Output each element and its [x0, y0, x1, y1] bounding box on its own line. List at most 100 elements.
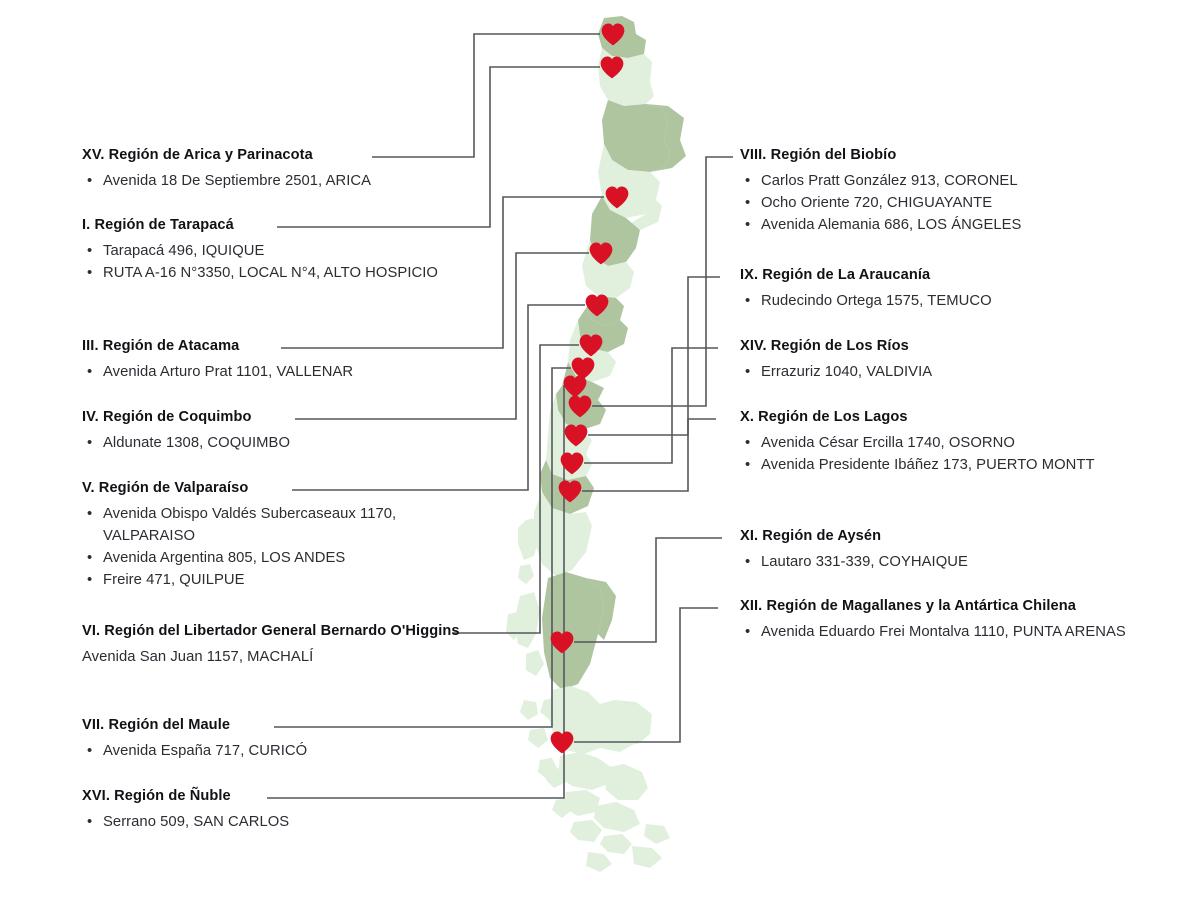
- bullet-icon: •: [745, 364, 751, 380]
- address-list: • Avenida Eduardo Frei Montalva 1110, PUN…: [740, 621, 1140, 643]
- marker-temuco[interactable]: [563, 423, 589, 447]
- address-text: Avenida César Ercilla 1740, OSORNO: [761, 435, 1015, 451]
- address-item: • Rudecindo Ortega 1575, TEMUCO: [740, 290, 1140, 312]
- heart-icon: [564, 424, 588, 447]
- region-title: IV. Región de Coquimbo: [82, 409, 252, 425]
- address-text: Avenida Alemania 686, LOS ÁNGELES: [761, 217, 1022, 233]
- bullet-icon: •: [87, 550, 93, 566]
- address-list: • Rudecindo Ortega 1575, TEMUCO: [740, 290, 1140, 312]
- region-title: XV. Región de Arica y Parinacota: [82, 147, 313, 163]
- address-text: Rudecindo Ortega 1575, TEMUCO: [761, 293, 992, 309]
- marker-curico[interactable]: [570, 356, 596, 380]
- leader-aysen: [574, 537, 722, 643]
- address-list: • Avenida César Ercilla 1740, OSORNO • Ave…: [740, 432, 1140, 476]
- bullet-icon: •: [87, 265, 93, 281]
- leader-araucania: [588, 276, 720, 436]
- address-list: •Tarapacá 496, IQUIQUE •RUTA A-16 N°3350…: [82, 240, 474, 284]
- region-block-aysen: XI. Región de Aysén • Lautaro 331-339, CO…: [740, 527, 1140, 573]
- region-title: I. Región de Tarapacá: [82, 217, 234, 233]
- address-text: Avenida San Juan 1157, MACHALÍ: [82, 649, 314, 665]
- region-title: XII. Región de Magallanes y la Antártica…: [740, 598, 1076, 614]
- region-block-arica: XV. Región de Arica y Parinacota •Avenid…: [82, 146, 474, 192]
- region-block-nuble: XVI. Región de Ñuble •Serrano 509, SAN C…: [82, 787, 474, 833]
- region-block-maule: VII. Región del Maule •Avenida España 71…: [82, 716, 474, 762]
- address-text: Aldunate 1308, COQUIMBO: [103, 435, 291, 451]
- address-text: Lautaro 331-339, COYHAIQUE: [761, 554, 968, 570]
- address-item: •Freire 471, QUILPUE: [82, 569, 474, 591]
- region-block-atacama: III. Región de Atacama •Avenida Arturo P…: [82, 337, 474, 383]
- region-title: III. Región de Atacama: [82, 338, 240, 354]
- address-text: Errazuriz 1040, VALDIVIA: [761, 364, 933, 380]
- marker-valparaiso[interactable]: [584, 293, 610, 317]
- address-item: •Avenida Arturo Prat 1101, VALLENAR: [82, 361, 474, 383]
- heart-icon: [589, 242, 613, 265]
- address-list: •Avenida Arturo Prat 1101, VALLENAR: [82, 361, 474, 383]
- address-list: •Avenida 18 De Septiembre 2501, ARICA: [82, 170, 474, 192]
- leader-maule: [274, 367, 571, 728]
- region-title: VII. Región del Maule: [82, 717, 231, 733]
- marker-iquique[interactable]: [599, 55, 625, 79]
- address-list: • Aldunate 1308, COQUIMBO: [82, 432, 474, 454]
- marker-puertomontt[interactable]: [549, 630, 575, 654]
- leader-biobio: [592, 156, 733, 407]
- heart-icon: [558, 480, 582, 503]
- bullet-icon: •: [745, 217, 751, 233]
- leader-valparaiso: [292, 304, 585, 491]
- address-item: • Aldunate 1308, COQUIMBO: [82, 432, 474, 454]
- region-block-ohiggins: VI. Región del Libertador General Bernar…: [82, 622, 474, 668]
- bullet-icon: •: [87, 435, 93, 451]
- address-item: •Tarapacá 496, IQUIQUE: [82, 240, 474, 262]
- region-title: XI. Región de Aysén: [740, 528, 882, 544]
- bullet-icon: •: [87, 243, 93, 259]
- marker-machali[interactable]: [578, 333, 604, 357]
- region-title: VI. Región del Libertador General Bernar…: [82, 623, 460, 639]
- bullet-icon: •: [745, 195, 751, 211]
- leader-losrios: [584, 347, 718, 464]
- marker-coronel[interactable]: [567, 394, 593, 418]
- address-text: Serrano 509, SAN CARLOS: [103, 814, 290, 830]
- leader-magallanes: [574, 607, 718, 743]
- region-block-araucania: IX. Región de La Araucanía • Rudecindo Or…: [740, 266, 1140, 312]
- address-list: •Avenida Obispo Valdés Subercaseaux 1170…: [82, 503, 474, 591]
- region-block-magallanes: XII. Región de Magallanes y la Antártica…: [740, 597, 1140, 643]
- marker-sancarlos[interactable]: [562, 374, 588, 398]
- marker-valdivia[interactable]: [559, 451, 585, 475]
- leader-nuble: [267, 385, 565, 799]
- address-item: •Serrano 509, SAN CARLOS: [82, 811, 474, 833]
- address-item: • Avenida Presidente Ibáñez 173, PUERTO M…: [740, 454, 1140, 476]
- marker-coquimbo[interactable]: [588, 241, 614, 265]
- bullet-icon: •: [87, 743, 93, 759]
- heart-icon: [605, 186, 629, 209]
- heart-icon: [563, 375, 587, 398]
- marker-coyhaique[interactable]: [549, 730, 575, 754]
- address-list: •Avenida San Juan 1157, MACHALÍ: [82, 646, 474, 668]
- marker-osorno[interactable]: [557, 479, 583, 503]
- address-list: • Lautaro 331-339, COYHAIQUE: [740, 551, 1140, 573]
- marker-vallenar[interactable]: [604, 185, 630, 209]
- leader-ohiggins: [452, 344, 579, 634]
- region-block-tarapaca: I. Región de Tarapacá •Tarapacá 496, IQU…: [82, 216, 474, 284]
- bullet-icon: •: [745, 554, 751, 570]
- address-item: •Avenida Argentina 805, LOS ANDES: [82, 547, 474, 569]
- heart-icon: [560, 452, 584, 475]
- address-text: Avenida Eduardo Frei Montalva 1110, PUNT…: [761, 624, 1126, 640]
- heart-icon: [585, 294, 609, 317]
- bullet-icon: •: [745, 457, 751, 473]
- bullet-icon: •: [87, 506, 93, 522]
- bullet-icon: •: [745, 293, 751, 309]
- address-text: Avenida Presidente Ibáñez 173, PUERTO MO…: [761, 457, 1095, 473]
- address-text: Ocho Oriente 720, CHIGUAYANTE: [761, 195, 993, 211]
- leader-loslagos: [582, 418, 716, 492]
- marker-arica[interactable]: [600, 22, 626, 46]
- region-block-valparaiso: V. Región de Valparaíso •Avenida Obispo …: [82, 479, 474, 591]
- address-text: Freire 471, QUILPUE: [103, 572, 245, 588]
- region-title: IX. Región de La Araucanía: [740, 267, 931, 283]
- address-item: • Avenida Alemania 686, LOS ÁNGELES: [740, 214, 1140, 236]
- address-text: Avenida Arturo Prat 1101, VALLENAR: [103, 364, 354, 380]
- address-list: •Carlos Pratt González 913, CORONEL •Och…: [740, 170, 1140, 236]
- bullet-icon: •: [745, 624, 751, 640]
- leader-arica: [372, 33, 600, 158]
- heart-icon: [568, 395, 592, 418]
